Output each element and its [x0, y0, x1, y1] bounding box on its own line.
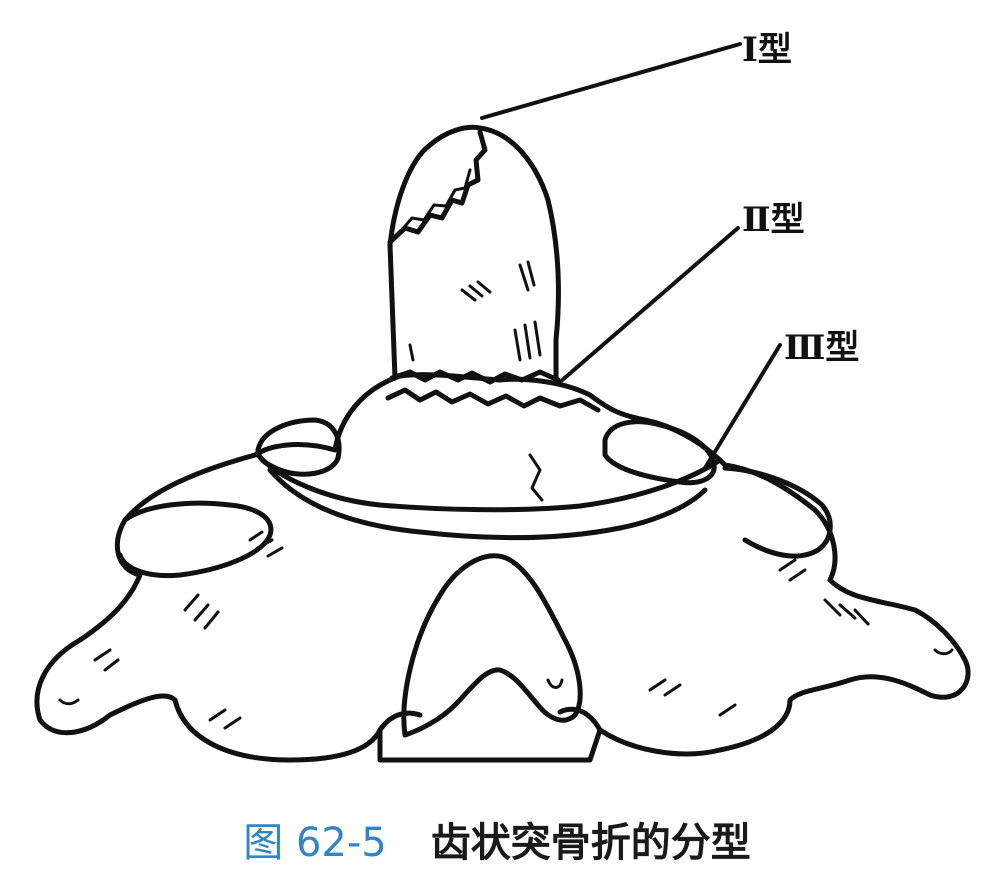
odontoid-fracture-illustration: [0, 0, 994, 800]
leader-line-type1: [482, 44, 740, 118]
type3-fracture-line-lower: [270, 470, 705, 538]
left-transverse-process: [120, 503, 271, 575]
label-type1: Ⅰ型: [742, 22, 792, 71]
label-type2: Ⅱ型: [742, 192, 805, 241]
figure-caption: 图 62-5 齿状突骨折的分型: [0, 810, 994, 868]
spinous-process: [404, 556, 580, 735]
label-type3: Ⅲ型: [784, 320, 859, 369]
caption-number: 图 62-5: [243, 820, 387, 866]
type2-fracture-line-lower: [388, 390, 598, 410]
vertebra-body-outline: [37, 375, 968, 760]
leader-line-type2: [560, 228, 738, 382]
caption-title: 齿状突骨折的分型: [431, 820, 751, 866]
type3-fracture-line: [258, 455, 720, 510]
leader-line-type3: [705, 345, 780, 468]
